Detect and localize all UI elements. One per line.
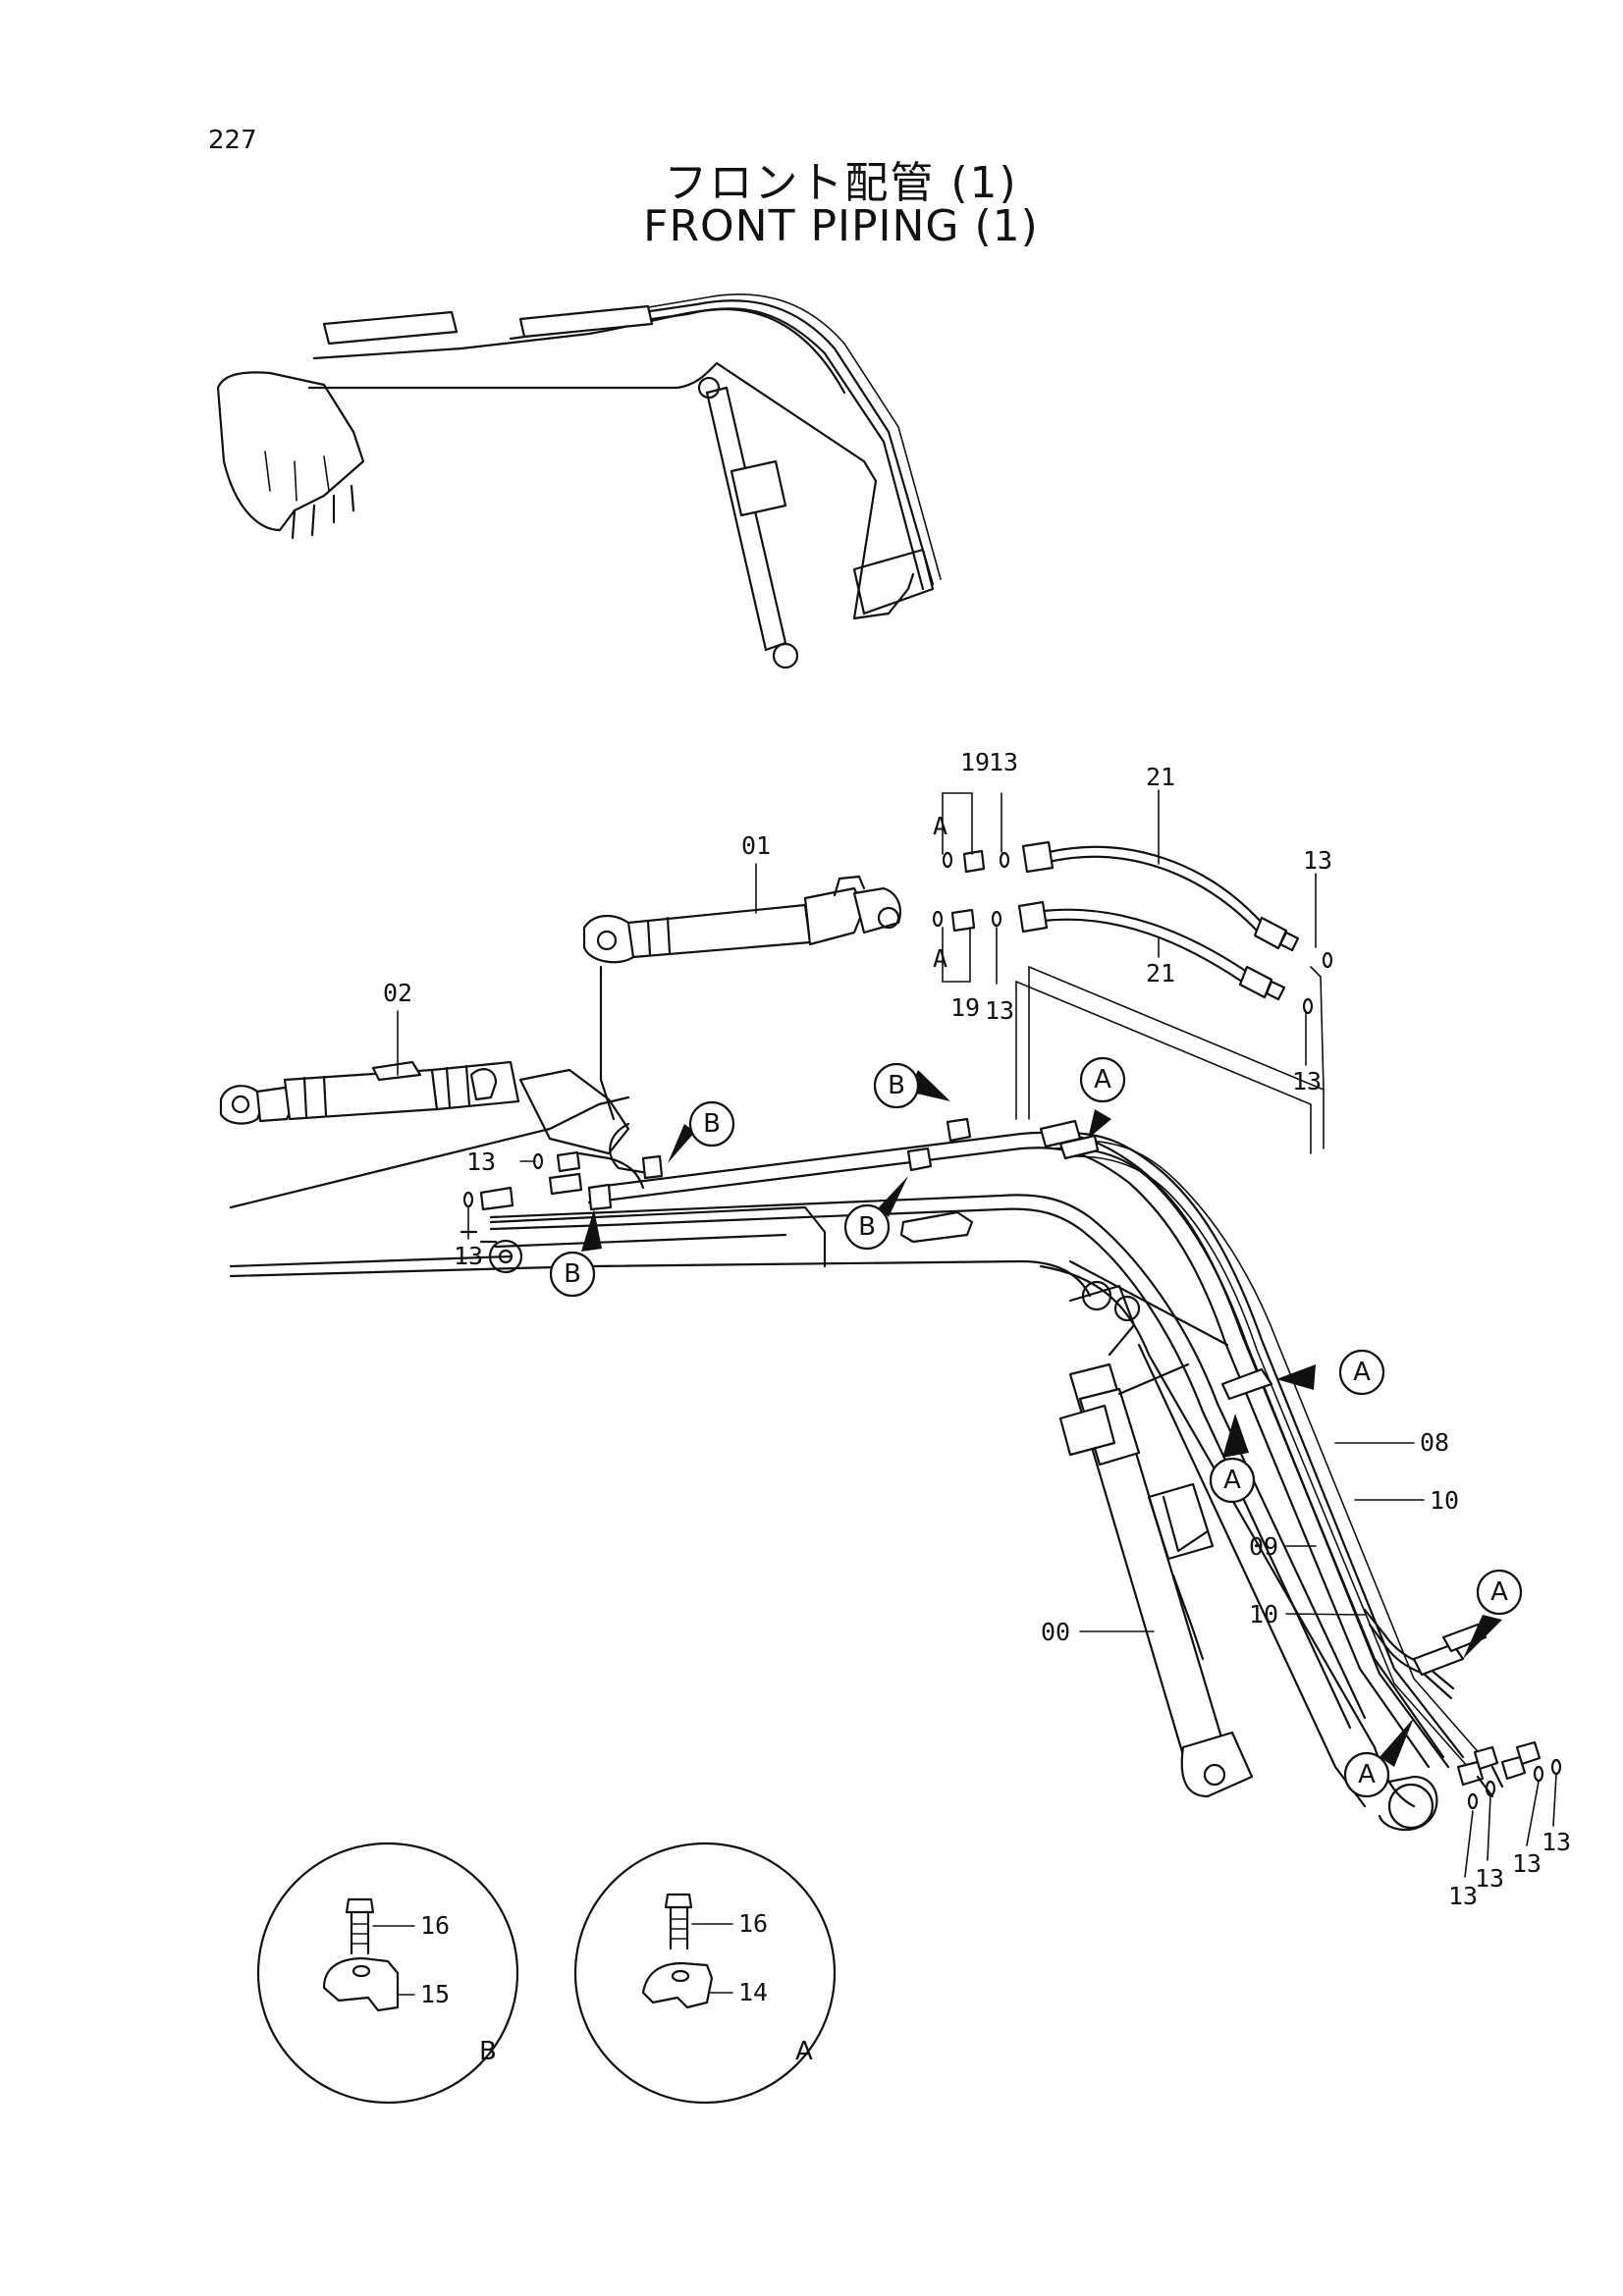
detail-ref-a-bottom: A [933,944,947,973]
part-label-08: 08 [1420,1428,1449,1457]
detail-view-b-label: B [479,2037,497,2066]
part-label-13-right-bottom: 13 [1292,1067,1322,1095]
part-label-10-upper: 10 [1430,1486,1459,1515]
callout-b4: B [564,1259,581,1289]
part-label-16-a: 16 [738,1909,768,1938]
detail-view-b: 16 15 B [256,1842,519,2105]
callout-a2: A [1353,1358,1371,1387]
part-number-labels: 01 02 19 13 A A 19 13 21 21 13 13 13 13 … [383,748,1571,1910]
part-label-13-base-4: 13 [1542,1828,1571,1856]
part-label-21-bottom: 21 [1146,959,1175,988]
part-label-19-top: 19 [960,748,990,776]
part-label-13-base-1: 13 [1448,1882,1478,1910]
callout-bubbles: A A A A A B B B B [549,1056,1523,1798]
leader-lines [397,789,1557,1878]
part-label-13-right-top: 13 [1303,846,1332,875]
part-label-02: 02 [383,979,412,1007]
part-label-19-bottom: 19 [950,993,980,1022]
callout-a1: A [1094,1065,1111,1095]
callout-b1: B [888,1071,905,1100]
part-label-13-mid: 13 [985,996,1014,1025]
callout-a5: A [1358,1760,1376,1789]
part-label-10-lower: 10 [1249,1600,1278,1629]
part-label-14: 14 [738,1978,768,2006]
callout-b2: B [703,1109,721,1139]
part-label-13-base-3: 13 [1512,1849,1542,1878]
part-label-09: 09 [1249,1532,1278,1561]
overview-excavator-front [216,294,942,669]
callout-a4: A [1490,1577,1508,1607]
main-piping-diagram [219,792,1562,1832]
detail-view-a: 16 14 A [573,1842,837,2105]
part-label-13-arm-upper: 13 [466,1148,496,1176]
part-label-01: 01 [741,831,771,860]
detail-ref-a-top: A [933,812,947,840]
part-label-15: 15 [420,1980,450,2008]
page-title-english: FRONT PIPING (1) [643,201,1039,251]
page-title-japanese: フロント配管 (1) [664,158,1018,208]
part-label-00: 00 [1041,1618,1070,1646]
part-label-13-arm-lower: 13 [454,1242,483,1270]
page-number: 227 [208,126,257,155]
callout-b3: B [858,1212,876,1242]
detail-view-a-label: A [795,2037,813,2066]
part-label-13-base-2: 13 [1475,1864,1504,1893]
part-label-16-b: 16 [420,1911,450,1940]
part-label-13-top: 13 [989,748,1018,776]
callout-a3: A [1223,1466,1241,1495]
part-label-21-top: 21 [1146,763,1175,791]
